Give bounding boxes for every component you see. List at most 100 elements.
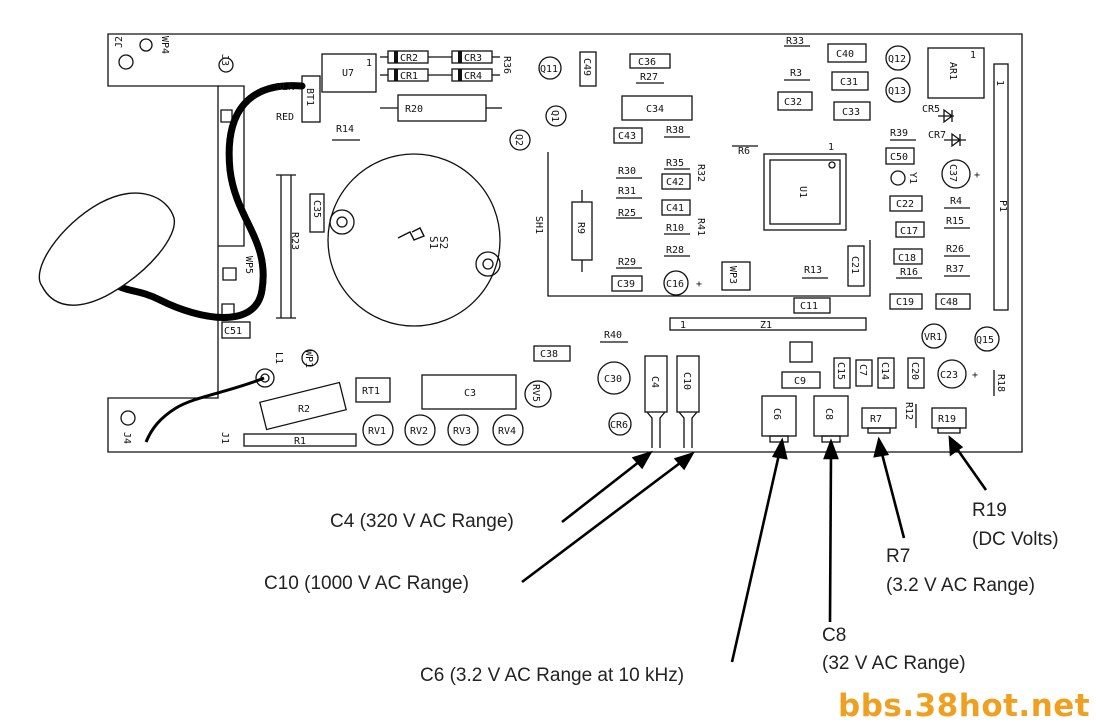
label-r7: R7 [870,414,882,425]
label-r15: R15 [946,216,964,227]
r7-arrow [879,449,906,539]
label-cr4: CR4 [464,71,482,82]
label-r23: R23 [289,232,300,250]
q15-body [974,326,1000,352]
q12-body [885,45,911,71]
c49-body [579,51,597,87]
label-c37-plus: + [974,170,980,181]
c15-body [833,357,851,389]
c35-body [309,193,325,233]
ar1-body [927,47,985,99]
label-q15: Q15 [976,335,994,346]
battery-holder [38,192,176,306]
label-c43: C43 [618,131,636,142]
label-c19: C19 [896,297,914,308]
c10-arrow [521,458,685,584]
q1-body [545,105,567,127]
c3-body [421,374,517,410]
label-r3: R3 [790,68,802,79]
wp3-pad [721,261,751,291]
wp1-pad [301,349,319,367]
label-c32: C32 [784,97,802,108]
label-q13: Q13 [888,86,906,97]
q11-body [538,56,562,80]
label-c8: C8 [823,408,834,420]
label-r30: R30 [618,166,636,177]
label-c50: C50 [890,152,908,163]
c36-body [629,53,671,69]
callout-c10: C10 (1000 V AC Range) [264,573,469,594]
label-p1-pin1: 1 [994,80,1005,86]
label-r13: R13 [804,265,822,276]
label-c20: C20 [909,362,920,380]
label-c36: C36 [638,57,656,68]
label-r27: R27 [640,72,658,83]
label-cr6: CR6 [610,420,628,431]
label-rv1: RV1 [368,426,386,437]
rv5-body [524,380,552,408]
label-q11: Q11 [540,64,558,75]
c43-body [613,127,643,144]
label-wp1: WP1 [303,350,314,368]
rv2-body [404,414,436,446]
label-c37: C37 [947,164,958,182]
label-c17: C17 [900,226,918,237]
c38-body [533,345,571,362]
c22-body [889,195,923,212]
label-r36: R36 [501,56,512,74]
u1-chip [763,153,847,231]
label-c48: C48 [940,297,958,308]
board-slot-2 [222,267,237,281]
label-rv3: RV3 [453,426,471,437]
l1-coil [255,368,275,388]
label-r16: R16 [900,267,918,278]
label-c16: C16 [666,279,684,290]
label-c18: C18 [898,253,916,264]
label-j3: J3 [219,54,230,66]
c20-body [907,357,925,389]
label-c30: C30 [604,374,622,385]
label-cr2: CR2 [400,53,418,64]
label-bt1: BT1 [304,88,315,106]
label-rt1: RT1 [362,386,380,397]
c10-body [676,355,700,413]
cr6-body [608,412,632,436]
label-c42: C42 [666,177,684,188]
r23-body [276,174,296,319]
label-c34: C34 [646,104,664,115]
r2-body [259,381,347,431]
callout-r19-desc: (DC Volts) [972,529,1059,550]
label-red: RED [276,112,294,123]
label-wp4: WP4 [159,36,170,54]
label-r25: R25 [618,208,636,219]
sh1-shield [547,152,871,297]
c17-body [895,221,925,238]
battery-cable [114,82,306,321]
cr7-diode [944,132,966,148]
label-r38: R38 [666,125,684,136]
cr5-diode [938,108,954,124]
c18-body [893,248,923,265]
label-u7-pin1: 1 [366,58,372,69]
label-r10: R10 [666,223,684,234]
label-rv5: RV5 [530,384,541,402]
pad-square [789,341,813,363]
label-ar1-pin1: 1 [970,50,976,61]
label-wp3: WP3 [727,266,738,284]
q2-body [509,129,531,151]
label-z1-pin1: 1 [680,320,686,331]
label-r14: R14 [336,124,354,135]
label-z1: Z1 [760,320,772,331]
vr1-body [921,323,947,349]
label-c21: C21 [849,256,860,274]
label-c23: C23 [940,370,958,381]
label-c14: C14 [879,362,890,380]
label-j1: J1 [219,432,230,444]
label-vr1: VR1 [924,332,942,343]
label-u1: U1 [797,186,808,198]
label-wp5: WP5 [243,256,254,274]
board-bracket [218,85,245,247]
label-r32: R32 [695,164,706,182]
label-c22: C22 [896,199,914,210]
label-r1: R1 [294,436,306,447]
